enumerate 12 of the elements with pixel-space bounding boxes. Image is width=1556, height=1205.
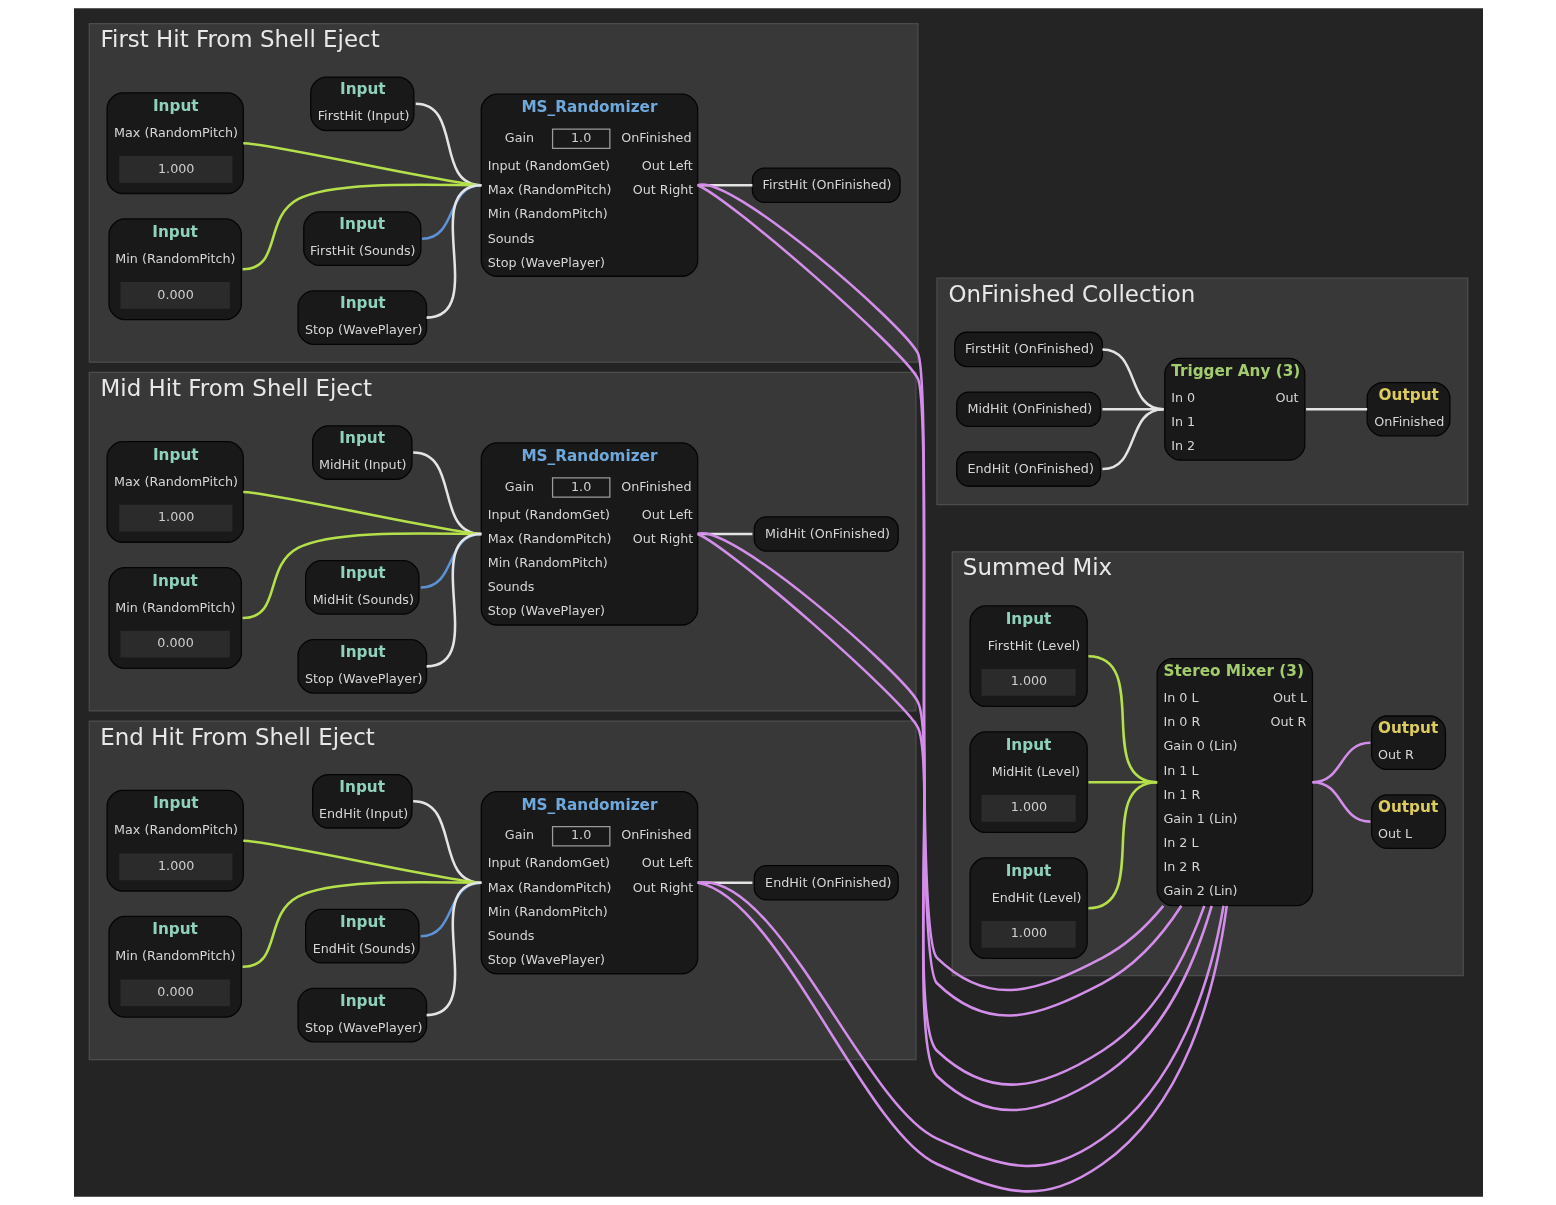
connector (242, 532, 481, 620)
connector (1101, 408, 1164, 471)
connector (1311, 741, 1370, 784)
connector (242, 880, 481, 968)
connector (1305, 407, 1367, 411)
connector (420, 532, 481, 589)
connector (1087, 780, 1157, 910)
connector (425, 183, 482, 319)
connector (1311, 780, 1370, 823)
connector (425, 532, 482, 668)
connector (425, 881, 482, 1017)
connector (242, 490, 481, 536)
